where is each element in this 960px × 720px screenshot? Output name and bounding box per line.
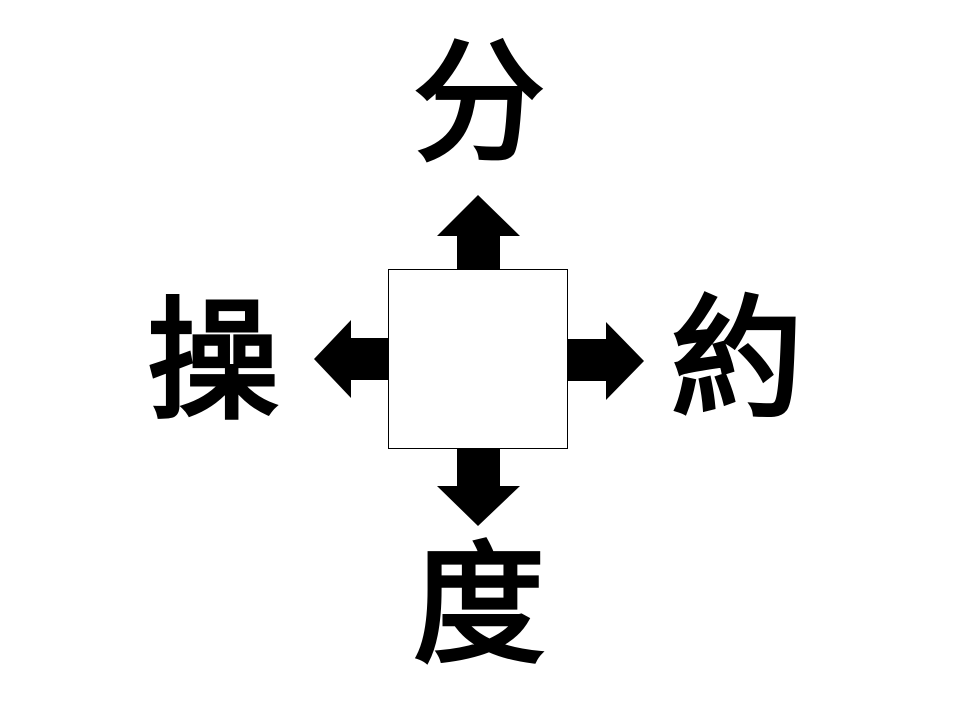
- arrow-left-icon: [314, 320, 388, 398]
- kanji-top: 分: [413, 27, 545, 181]
- kanji-left: 操: [147, 285, 279, 439]
- arrow-right-icon: [568, 322, 644, 400]
- kanji-right: 約: [671, 283, 803, 437]
- arrow-down-icon: [437, 449, 520, 526]
- kanji-bottom: 度: [413, 529, 545, 683]
- answer-box: [388, 269, 568, 449]
- arrow-up-icon: [437, 195, 520, 269]
